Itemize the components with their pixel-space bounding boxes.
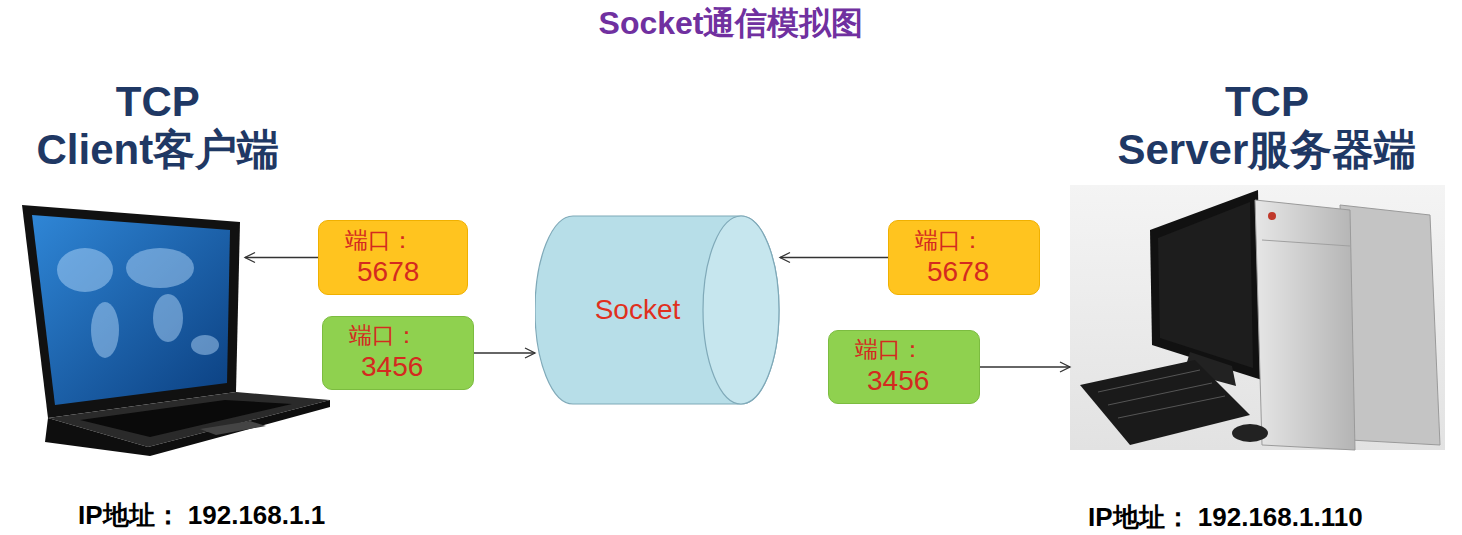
connector-arrow <box>474 352 535 353</box>
port-box: 端口：5678 <box>888 220 1040 295</box>
port-box: 端口：3456 <box>322 316 474 390</box>
device-heading: TCP Server服务器端 <box>1118 78 1417 175</box>
device-heading: TCP Client客户端 <box>37 78 280 175</box>
laptop-screen <box>32 215 230 405</box>
connector-arrow <box>980 366 1070 367</box>
map-blob <box>91 302 119 358</box>
map-blob <box>153 294 183 342</box>
socket-cylinder: Socket <box>535 215 780 405</box>
port-box: 端口：5678 <box>318 220 468 295</box>
cylinder-body <box>535 216 779 404</box>
ip-address: IP地址： 192.168.1.110 <box>1088 502 1363 532</box>
laptop-lid <box>22 205 240 418</box>
monitor <box>1150 190 1262 380</box>
laptop-illustration <box>22 205 330 456</box>
port-number: 5678 <box>927 255 989 289</box>
back-tower <box>1340 205 1440 445</box>
port-label: 端口： <box>349 322 418 350</box>
port-number: 3456 <box>361 350 423 384</box>
tower-slot <box>1262 240 1350 246</box>
server-computer: TCP Server服务器端IP地址： 192.168.1.110 <box>1070 185 1445 450</box>
monitor-screen <box>1158 202 1253 368</box>
port-box: 端口：3456 <box>828 330 980 404</box>
port-label: 端口： <box>345 227 414 255</box>
title-bar: Socket通信模拟图 <box>0 2 1462 46</box>
port-number: 5678 <box>357 255 419 289</box>
map-blob <box>191 335 219 355</box>
photo-ground <box>1070 185 1445 450</box>
laptop-keyboard <box>80 400 292 437</box>
mouse <box>1232 424 1268 442</box>
port-number: 3456 <box>867 364 929 398</box>
cylinder-end <box>703 216 779 404</box>
laptop-touchpad <box>200 421 266 435</box>
laptop-base <box>45 400 330 456</box>
front-tower <box>1255 200 1355 450</box>
power-light <box>1268 212 1276 220</box>
port-label: 端口： <box>855 336 924 364</box>
server-illustration <box>1070 185 1445 450</box>
key-row <box>1118 396 1225 418</box>
connector-arrow <box>780 257 888 258</box>
port-label: 端口： <box>915 227 984 255</box>
map-blob <box>57 248 113 292</box>
map-blob <box>126 248 194 288</box>
connector-arrow <box>245 257 318 258</box>
diagram-title: Socket通信模拟图 <box>599 5 864 41</box>
client-laptop: TCP Client客户端IP地址： 192.168.1.1 <box>20 205 245 455</box>
keyboard <box>1080 360 1250 445</box>
ip-address: IP地址： 192.168.1.1 <box>78 500 325 530</box>
socket-label: Socket <box>595 294 681 326</box>
